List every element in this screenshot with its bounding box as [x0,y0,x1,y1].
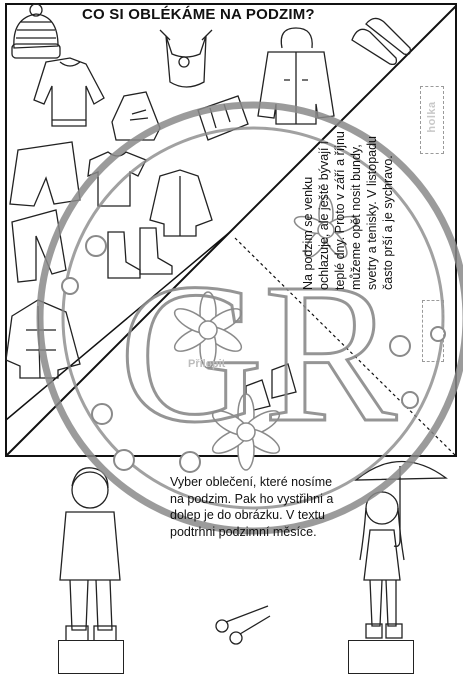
sweater-icon[interactable] [33,57,105,127]
paste-label: Přilepit [188,358,226,370]
rain-boots-icon[interactable] [107,227,173,279]
page-title: CO SI OBLÉKÁME NA PODZIM? [82,6,315,23]
hat-icon[interactable] [11,3,61,59]
girl-with-umbrella-figure [354,460,448,639]
autumn-text: Na podzim se venku ochlazuje, ale ještě … [301,131,395,290]
jacket-icon[interactable] [149,169,213,237]
shoes-icon[interactable] [245,363,297,413]
boy-figure [59,467,121,645]
girl-name-box[interactable] [348,640,414,674]
scarf-icon[interactable] [197,95,249,141]
tab-girl-label: holka [426,101,438,133]
boy-name-box[interactable] [58,640,124,674]
scissors-icon [215,605,271,645]
sneakers-icon[interactable] [111,91,161,141]
swimsuit-icon[interactable] [159,29,213,88]
tshirt-icon[interactable] [87,151,147,207]
tab-empty-label-box [422,300,444,362]
flip-flops-icon[interactable] [351,17,412,66]
fold-line-4 [5,231,231,421]
instruction-text: Vyber oblečení, které nosíme na podzim. … [170,475,334,539]
trousers-icon[interactable] [11,209,67,283]
raincoat-icon[interactable] [257,27,335,125]
tab-girl-label-box: holka [420,86,444,154]
shorts-icon[interactable] [9,141,81,207]
